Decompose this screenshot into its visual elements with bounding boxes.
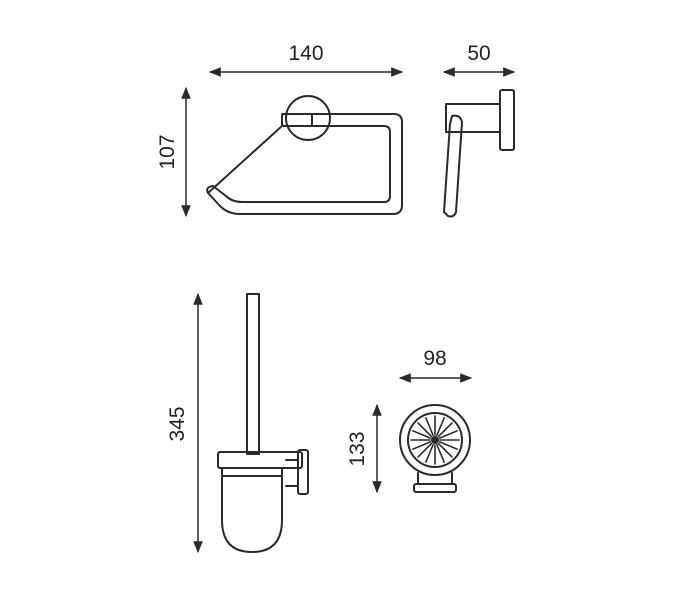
- hook-ray: [436, 443, 445, 463]
- paper-holder-depth-label: 50: [467, 42, 490, 65]
- paper-holder-rosette: [285, 95, 331, 141]
- hook-outer-ring: [399, 404, 471, 476]
- hook-stem: [417, 472, 453, 485]
- brush-holder-lid: [217, 451, 303, 469]
- hook-inner-ring: [407, 412, 463, 468]
- brush-wall-rosette: [297, 449, 309, 495]
- hook-ray: [437, 442, 453, 458]
- hook-height-label: 133: [346, 431, 369, 466]
- side-arm: [443, 114, 463, 218]
- brush-handle: [246, 293, 260, 455]
- brush-wall-bracket: [285, 459, 299, 487]
- side-arm-base: [445, 103, 501, 133]
- hook-ray: [436, 417, 445, 437]
- hook-center: [431, 436, 439, 444]
- hook-ray: [437, 422, 453, 438]
- hook-ray: [425, 443, 434, 463]
- paper-holder-arm-mount: [281, 113, 313, 127]
- paper-holder-side-view: 50: [442, 42, 516, 218]
- brush-holder-height-label: 345: [166, 406, 189, 441]
- hook-ray: [438, 441, 458, 450]
- hook-base: [413, 483, 457, 493]
- hook-ray: [438, 430, 458, 439]
- side-rosette: [499, 89, 515, 151]
- hook-view: 98 133: [346, 347, 473, 494]
- hook-star-pattern: [410, 415, 460, 465]
- hook-ray: [417, 422, 433, 438]
- hook-width-label: 98: [423, 347, 446, 370]
- paper-holder-height-label: 107: [156, 134, 179, 169]
- hook-ray: [417, 442, 433, 458]
- brush-holder-cup: [221, 467, 283, 553]
- hook-ray: [412, 430, 432, 439]
- paper-holder-front-view: 140 107: [156, 42, 404, 218]
- hook-ray: [425, 417, 434, 437]
- paper-holder-width-label: 140: [288, 42, 323, 65]
- hook-ray: [412, 441, 432, 450]
- brush-holder-view: 345: [166, 292, 309, 554]
- paper-holder-arm: [206, 113, 403, 215]
